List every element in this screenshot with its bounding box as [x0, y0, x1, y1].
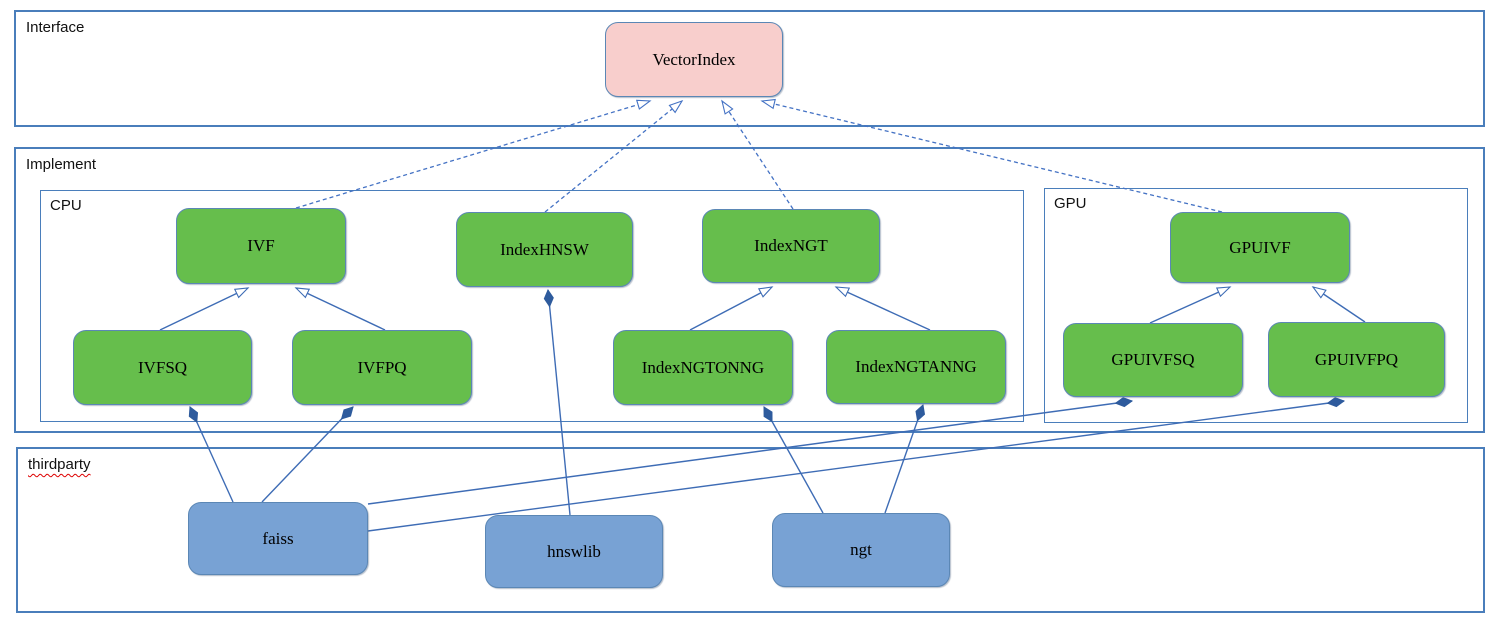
container-label-cpu: CPU	[50, 197, 82, 214]
node-gpuivfpq: GPUIVFPQ	[1268, 322, 1445, 397]
node-indexngtonng: IndexNGTONNG	[613, 330, 793, 405]
node-indexhnsw: IndexHNSW	[456, 212, 633, 287]
node-label-indexngt: IndexNGT	[754, 236, 828, 255]
node-hnswlib: hnswlib	[485, 515, 663, 588]
container-label-implement: Implement	[26, 156, 97, 173]
node-label-gpuivfsq: GPUIVFSQ	[1111, 350, 1195, 369]
node-label-indexhnsw: IndexHNSW	[500, 239, 589, 259]
node-ivfpq: IVFPQ	[292, 330, 472, 405]
node-ivf: IVF	[176, 208, 346, 284]
node-label-ivfpq: IVFPQ	[357, 357, 407, 377]
node-label-indexngtanng: IndexNGTANNG	[855, 357, 977, 376]
container-label-interface: Interface	[26, 19, 85, 36]
node-label-vectorindex: VectorIndex	[652, 49, 736, 69]
node-label-ivf: IVF	[247, 236, 275, 255]
node-ngt: ngt	[772, 513, 950, 587]
node-gpuivf: GPUIVF	[1170, 212, 1350, 283]
node-indexngtanng: IndexNGTANNG	[826, 330, 1006, 404]
node-label-gpuivf: GPUIVF	[1229, 237, 1291, 257]
node-label-gpuivfpq: GPUIVFPQ	[1314, 349, 1399, 369]
node-ivfsq: IVFSQ	[73, 330, 252, 405]
node-label-indexngtonng: IndexNGTONNG	[641, 357, 765, 377]
node-gpuivfsq: GPUIVFSQ	[1063, 323, 1243, 397]
node-label-faiss: faiss	[262, 528, 294, 548]
node-indexngt: IndexNGT	[702, 209, 880, 283]
node-label-hnswlib: hnswlib	[547, 541, 601, 561]
node-label-ivfsq: IVFSQ	[137, 357, 188, 377]
container-label-gpu: GPU	[1054, 195, 1087, 212]
container-label-thirdparty: thirdparty	[28, 456, 91, 473]
node-vectorindex: VectorIndex	[605, 22, 783, 97]
node-faiss: faiss	[188, 502, 368, 575]
node-label-ngt: ngt	[850, 540, 872, 559]
